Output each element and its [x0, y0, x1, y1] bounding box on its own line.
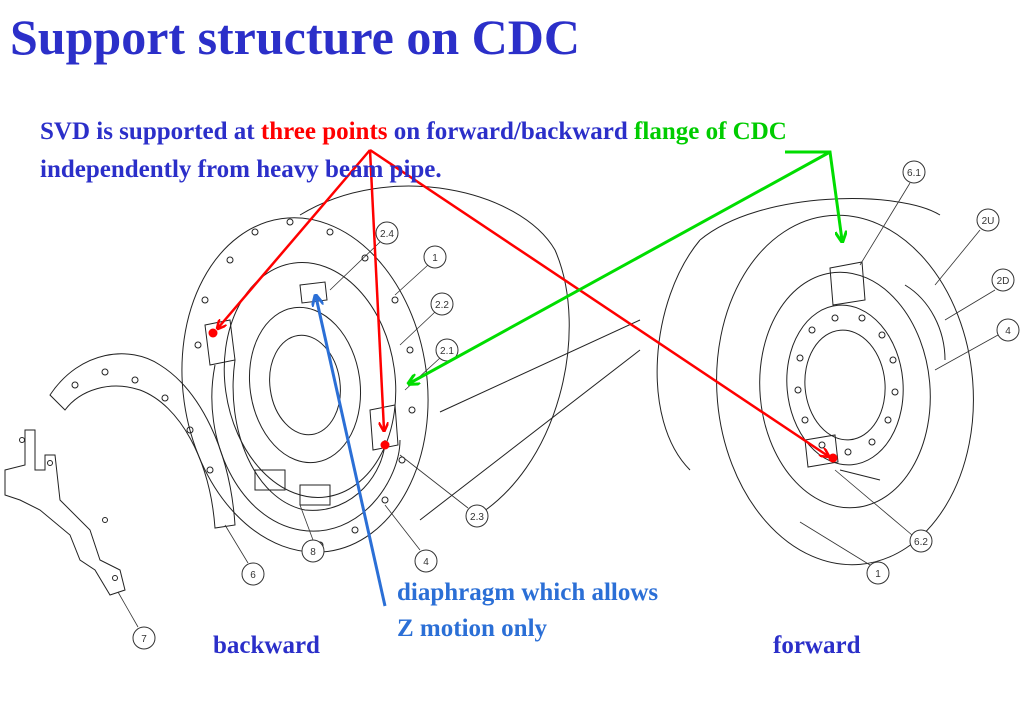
callout-2-1: 2.1 — [440, 346, 454, 357]
diaphragm-arrow — [316, 297, 387, 607]
green-arrows — [410, 150, 842, 383]
callout-6: 6 — [250, 570, 256, 581]
callout-labels: 2.4 1 2.2 2.1 2.3 4 8 6 7 6.1 2U 2D 4 6.… — [141, 168, 1011, 645]
support-point-right — [828, 453, 838, 463]
callouts — [132, 160, 1020, 650]
callout-2-2: 2.2 — [435, 300, 449, 311]
green-arrow-backward — [410, 150, 831, 383]
backward-assembly — [181, 185, 641, 553]
subtitle-flange: flange of CDC — [634, 118, 787, 145]
subtitle-part1: SVD is supported at — [40, 118, 261, 145]
thin-bracket — [4, 429, 126, 596]
subtitle-part2: on forward/backward — [387, 118, 635, 145]
support-point-left — [208, 328, 218, 338]
callout-4-back: 4 — [423, 557, 429, 568]
leader-lines — [117, 182, 999, 628]
callout-4-fwd: 4 — [1005, 326, 1011, 337]
slide-title: Support structure on CDC — [10, 9, 580, 65]
forward-label: forward — [773, 632, 861, 659]
crescent-plate — [49, 353, 236, 529]
flange-bolt-holes — [194, 218, 416, 549]
callout-2-4: 2.4 — [380, 229, 394, 240]
callout-2d: 2D — [997, 276, 1010, 287]
callout-1-fwd: 1 — [875, 569, 881, 580]
subtitle-three-points: three points — [260, 118, 388, 145]
red-arrows — [218, 148, 828, 456]
diaphragm-line2: Z motion only — [397, 615, 548, 642]
support-points — [208, 328, 838, 463]
callout-7: 7 — [141, 634, 147, 645]
red-arrow-center — [368, 149, 384, 430]
forward-assembly — [656, 198, 974, 566]
callout-8: 8 — [310, 547, 316, 558]
callout-6-1: 6.1 — [907, 168, 921, 179]
slide-subtitle: SVD is supported at three points on forw… — [40, 113, 787, 189]
callout-2u: 2U — [982, 216, 995, 227]
diaphragm-line1: diaphragm which allows — [397, 579, 659, 606]
callout-2-3: 2.3 — [470, 512, 484, 523]
red-arrow-left — [218, 149, 371, 328]
backward-label: backward — [213, 632, 320, 659]
callout-1-back: 1 — [432, 253, 438, 264]
diaphragm-label: diaphragm which allows Z motion only — [397, 575, 658, 647]
red-arrow-right — [369, 148, 828, 456]
subtitle-line2: independently from heavy beam pipe. — [40, 156, 442, 183]
callout-6-2: 6.2 — [914, 537, 928, 548]
forward-bolt-holes — [794, 314, 899, 456]
blue-arrow — [316, 297, 387, 607]
support-point-center — [380, 440, 390, 450]
